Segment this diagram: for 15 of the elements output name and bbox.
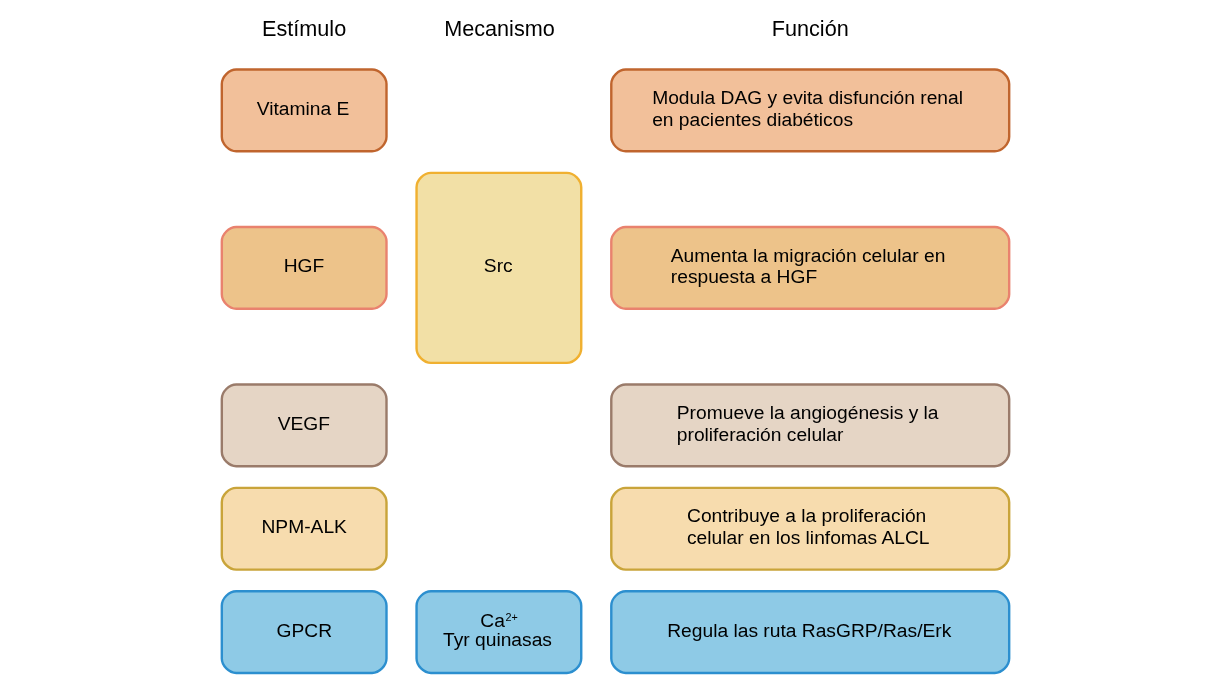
label: Función	[771, 15, 849, 41]
node-box: NPM-ALK	[220, 486, 388, 571]
node-box: Contribuye a la proliferación celular en los linfomas ALCL	[610, 486, 1011, 571]
node-box: VEGF	[220, 383, 388, 468]
node-box: Vitamina E	[220, 68, 388, 153]
node-box: Aumenta la migración celular en respuesta a HGF	[610, 225, 1011, 310]
node-box: HGF	[220, 225, 388, 310]
label: Mecanismo	[444, 15, 555, 41]
node-box: GPCR	[220, 590, 388, 675]
node-box: Promueve la angiogénesis y la proliferación celular	[610, 383, 1011, 468]
node-box: Modula DAG y evita disfunción renal en pacientes diabéticos	[610, 68, 1011, 153]
node-box: Regula las ruta RasGRP/Ras/Erk	[610, 590, 1011, 675]
label: Estímulo	[262, 15, 347, 41]
node-box: Src	[415, 171, 583, 365]
node-box: Ca$^{2+}$ Tyr quinasas	[415, 590, 583, 675]
